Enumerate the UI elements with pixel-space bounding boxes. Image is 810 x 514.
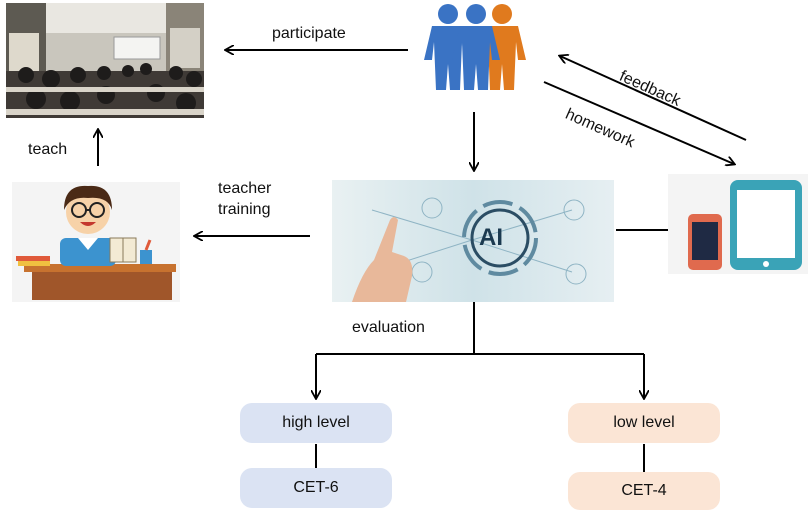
cet6-box: CET-6 [240, 468, 392, 508]
evaluation-label: evaluation [352, 319, 425, 336]
cet4-box: CET-4 [568, 472, 720, 510]
participate-label: participate [272, 25, 346, 42]
ai-hand-panel: AI [332, 180, 614, 302]
teacher-cartoon [12, 182, 180, 302]
phone-tablet-icon [668, 174, 808, 274]
classroom-photo [6, 3, 204, 118]
teach-label: teach [28, 141, 68, 158]
high-level-box: high level [240, 403, 392, 443]
ai-label: AI [479, 224, 503, 251]
people-group-icon [420, 2, 530, 92]
teacher-training-label: teacher training [218, 180, 272, 218]
low-level-box: low level [568, 403, 720, 443]
